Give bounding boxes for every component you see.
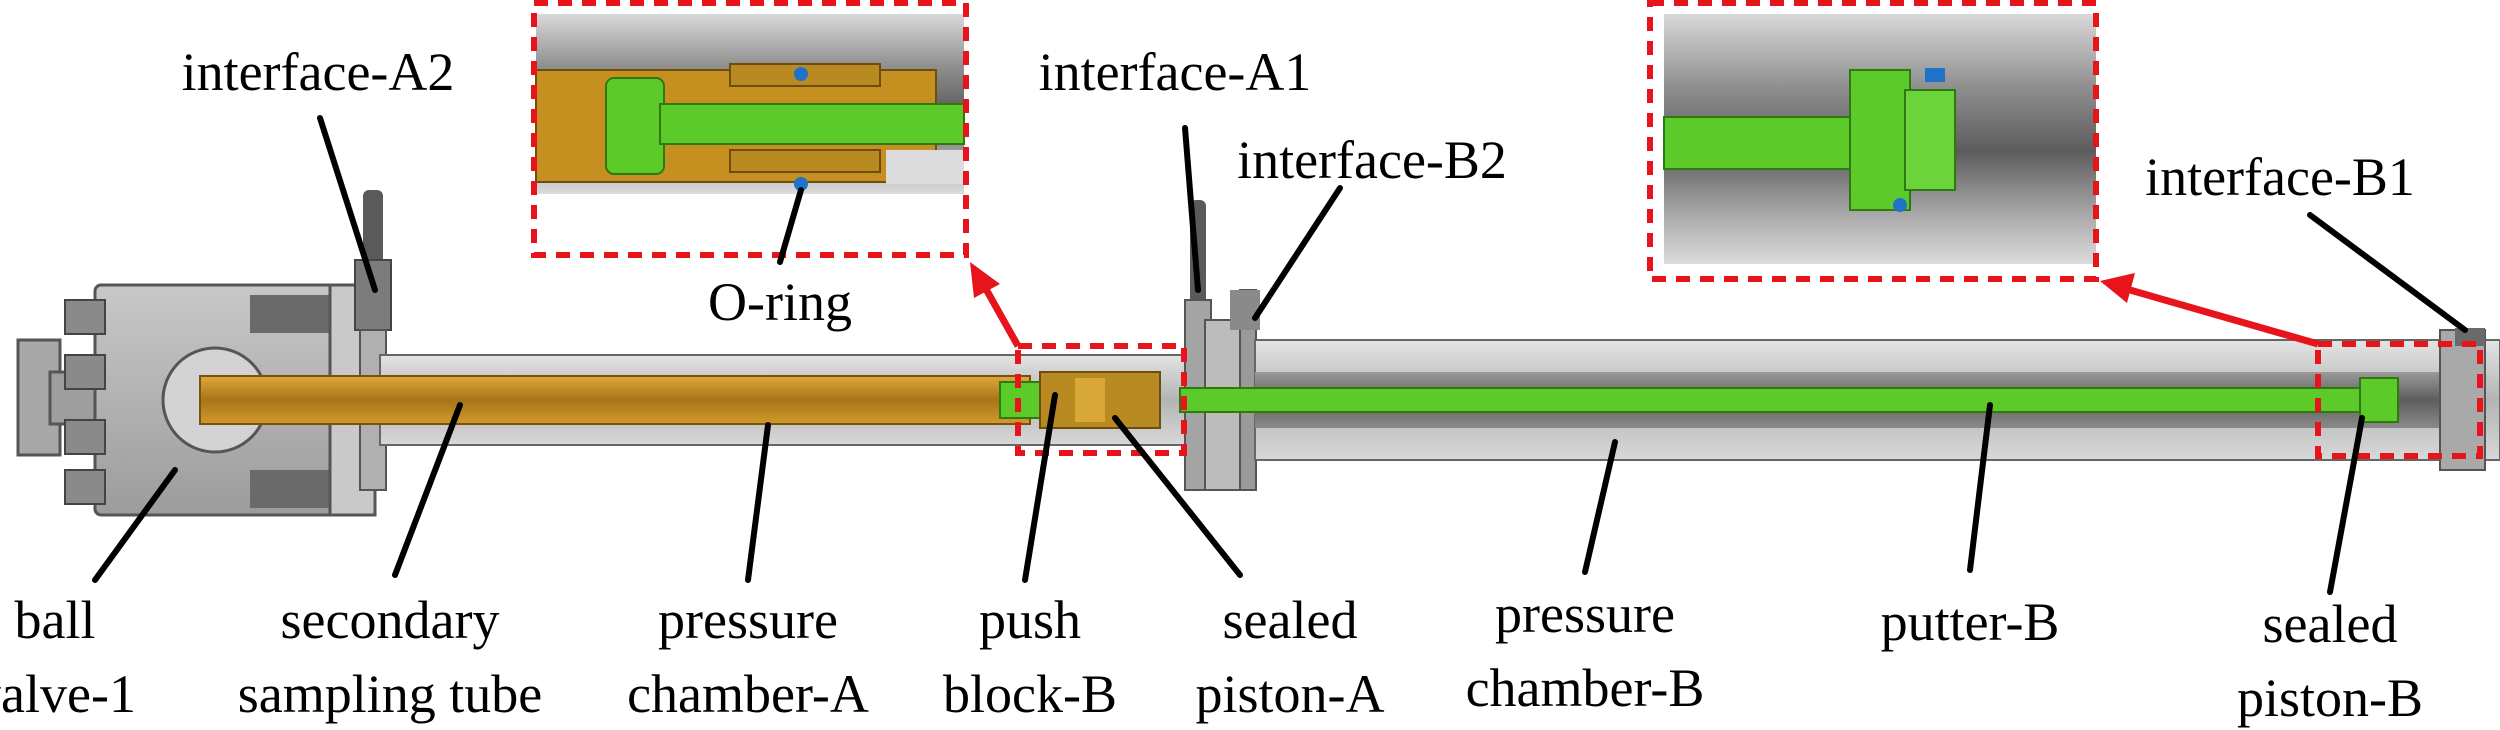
- sealed-piston-a-body: [999, 371, 1161, 429]
- label-sealed-piston-a-line1: sealed: [1223, 590, 1358, 650]
- label-push-block-b-line2: block-B: [943, 664, 1117, 724]
- sealed-piston-b-body: [2359, 377, 2399, 423]
- highlight-box-piston-a: [1015, 343, 1187, 456]
- label-o-ring: O-ring: [708, 272, 852, 332]
- callout-arrow-piston-b: [2100, 273, 2319, 348]
- highlight-box-piston-b: [2315, 341, 2483, 459]
- label-pressure-chamber-a-line1: pressure: [658, 590, 838, 650]
- label-interface-b2: interface-B2: [1237, 130, 1507, 190]
- main-assembly: [16, 190, 2500, 517]
- label-sealed-piston-b-line1: sealed: [2263, 594, 2398, 654]
- leader-lines: [92, 115, 2468, 595]
- secondary-sampling-tube-body: [199, 375, 1031, 425]
- leader-ball-valve-1: [92, 467, 178, 583]
- label-pressure-chamber-a-line2: chamber-A: [627, 664, 869, 724]
- label-secondary-sampling-tube-line1: secondary: [281, 590, 500, 650]
- leader-o-ring: [777, 187, 804, 265]
- leader-putter-b: [1967, 402, 1993, 573]
- labels: interface-A2 interface-A1 interface-B2 i…: [0, 42, 2423, 728]
- leader-pressure-chamber-b: [1582, 439, 1618, 575]
- label-sealed-piston-b-line2: piston-B: [2237, 668, 2423, 728]
- leader-interface-a1: [1182, 125, 1201, 293]
- leader-sealed-piston-a: [1112, 415, 1243, 578]
- label-interface-a1: interface-A1: [1039, 42, 1312, 102]
- label-pressure-chamber-b-line1: pressure: [1495, 584, 1675, 644]
- label-ball-valve-1-line2: valve-1: [0, 664, 136, 724]
- label-interface-b1: interface-B1: [2145, 147, 2415, 207]
- leader-push-block-b: [1022, 392, 1058, 583]
- putter-b-rod: [1179, 387, 2371, 413]
- label-secondary-sampling-tube-line2: sampling tube: [238, 664, 542, 724]
- label-ball-valve-1-line1: ball: [15, 590, 96, 650]
- label-push-block-b-line1: push: [979, 590, 1081, 650]
- label-putter-b: putter-B: [1881, 592, 2060, 652]
- label-pressure-chamber-b-line2: chamber-B: [1466, 658, 1705, 718]
- label-interface-a2: interface-A2: [182, 42, 455, 102]
- leader-pressure-chamber-a: [745, 422, 771, 583]
- inset-frame-piston-a: [531, 0, 969, 258]
- inset-frame-piston-b: [1647, 0, 2099, 282]
- label-sealed-piston-a-line2: piston-A: [1196, 664, 1385, 724]
- inset-detail-piston-b: [1663, 14, 2096, 264]
- leader-secondary-sampling-tube: [392, 402, 463, 578]
- leader-interface-b2: [1252, 185, 1343, 321]
- leader-interface-b1: [2307, 212, 2468, 333]
- leader-interface-a2: [317, 115, 378, 293]
- callout-arrow-piston-a: [970, 262, 1022, 348]
- inset-detail-piston-a: [535, 14, 965, 194]
- leader-sealed-piston-b: [2327, 415, 2365, 595]
